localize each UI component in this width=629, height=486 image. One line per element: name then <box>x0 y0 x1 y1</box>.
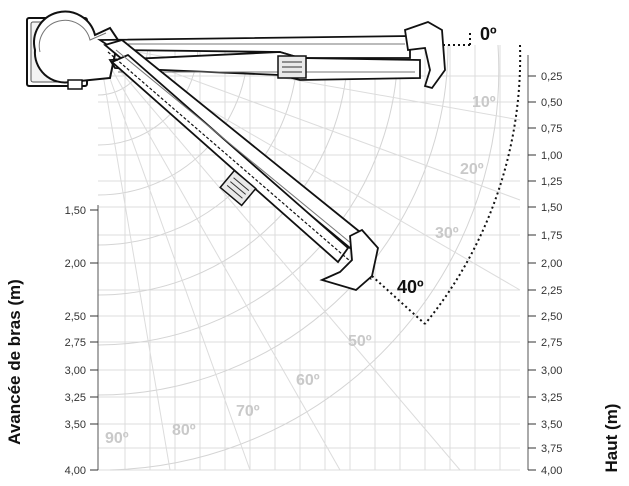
right-tick-label: 3,00 <box>541 365 562 377</box>
right-tick-label: 1,50 <box>541 202 562 214</box>
left-axis: 1,50 2,00 2,50 2,75 3,00 3,25 3,50 4,00 … <box>5 205 99 477</box>
left-tick-label: 4,00 <box>65 465 86 477</box>
angle-label-10: 10º <box>472 94 496 111</box>
angle-label-70: 70º <box>236 403 260 420</box>
left-tick-label: 2,75 <box>65 337 86 349</box>
right-tick-label: 2,25 <box>541 285 562 297</box>
awning-arm-0-degrees <box>97 21 446 90</box>
right-tick-label: 4,00 <box>541 465 562 477</box>
right-tick-label: 1,25 <box>541 176 562 188</box>
left-tick-label: 1,50 <box>65 205 86 217</box>
awning-cassette <box>26 10 120 90</box>
angle-label-20: 20º <box>460 161 484 178</box>
angle-label-80: 80º <box>172 422 196 439</box>
right-tick-label: 3,50 <box>541 419 562 431</box>
right-tick-label: 2,75 <box>541 337 562 349</box>
right-tick-label: 1,75 <box>541 230 562 242</box>
background-grid <box>97 44 521 471</box>
angle-label-30: 30º <box>435 225 459 242</box>
angle-label-90: 90º <box>105 430 129 447</box>
left-tick-label: 3,00 <box>65 365 86 377</box>
right-tick-label: 0,75 <box>541 123 562 135</box>
left-tick-label: 3,50 <box>65 419 86 431</box>
right-tick-label: 2,50 <box>541 311 562 323</box>
right-tick-label: 3,75 <box>541 443 562 455</box>
angle-label-60: 60º <box>296 372 320 389</box>
right-tick-label: 3,25 <box>541 392 562 404</box>
left-tick-label: 3,25 <box>65 392 86 404</box>
right-axis-title: Haut (m) <box>602 404 621 473</box>
right-tick-label: 0,25 <box>541 71 562 83</box>
left-tick-label: 2,00 <box>65 258 86 270</box>
right-tick-label: 0,50 <box>541 97 562 109</box>
right-tick-label: 2,00 <box>541 258 562 270</box>
angle-label-50: 50º <box>348 333 372 350</box>
angle-label-40: 40º <box>397 277 424 297</box>
right-tick-label: 1,00 <box>541 150 562 162</box>
awning-arm-40-degrees <box>103 39 379 292</box>
left-tick-label: 2,50 <box>65 311 86 323</box>
right-axis: 0,25 0,50 0,75 1,00 1,25 1,50 1,75 2,00 … <box>527 55 621 477</box>
left-axis-title: Avancée de bras (m) <box>5 279 24 445</box>
angle-label-0: 0º <box>480 24 497 44</box>
